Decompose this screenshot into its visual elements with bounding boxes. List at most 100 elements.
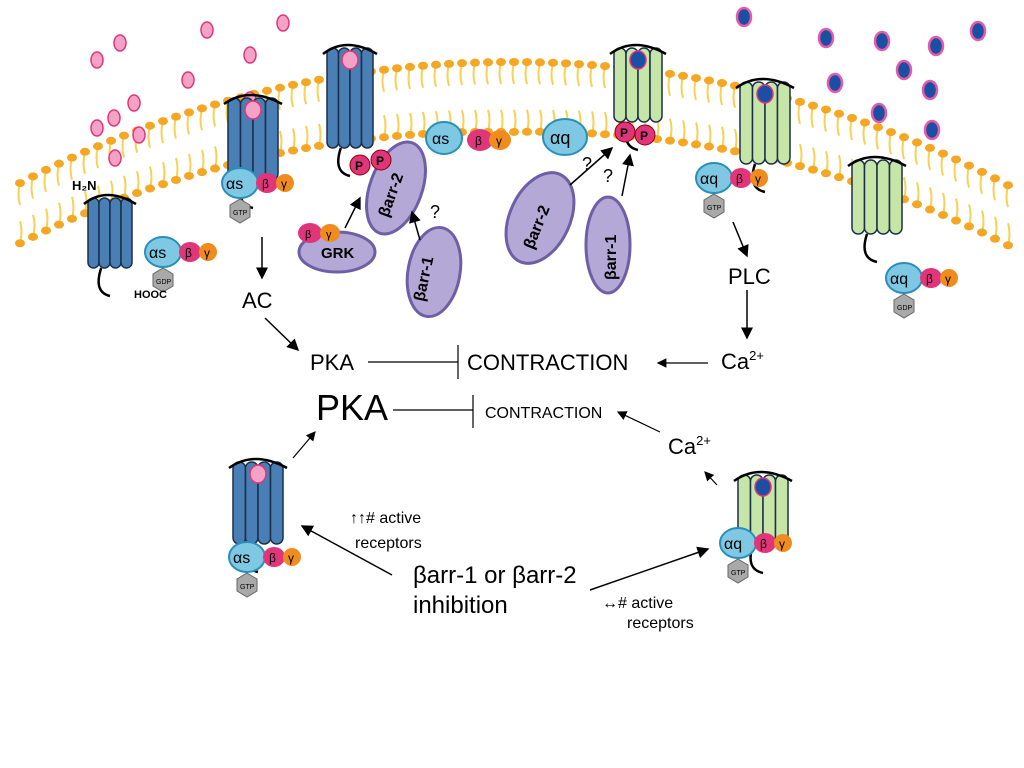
plc-label: PLC	[728, 264, 771, 289]
barr1-right: βarr-1	[584, 195, 632, 295]
lipid-head	[67, 214, 77, 223]
lipid-head	[912, 200, 922, 209]
barr2-right: βarr-2	[504, 171, 576, 265]
lipid-head	[717, 144, 727, 153]
svg-text:αs: αs	[149, 245, 166, 262]
pink-ligand	[108, 149, 122, 167]
svg-text:γ: γ	[755, 172, 761, 186]
lipid-head	[834, 109, 844, 118]
question-mark-2: ?	[582, 154, 592, 174]
lipid-head	[795, 162, 805, 171]
lipid-head	[275, 83, 285, 92]
grk-gamma-label: γ	[326, 229, 332, 241]
lipid-head	[886, 128, 896, 137]
lipid-head	[405, 130, 415, 139]
lipid-head	[106, 136, 116, 145]
c-terminus-label: HOOC	[134, 289, 167, 301]
lipid-head	[951, 216, 961, 225]
blue-ligand	[895, 59, 913, 81]
free-alpha-q: αq	[542, 118, 588, 156]
svg-text:γ: γ	[779, 537, 785, 551]
left-note-line2: receptors	[355, 535, 422, 552]
lipid-head	[704, 142, 714, 151]
free-alpha-s-label: αs	[432, 131, 449, 148]
grk-complex: GRK β γ	[297, 223, 377, 274]
lipid-head	[54, 159, 64, 168]
membrane-arrows	[256, 147, 753, 340]
center-line2: inhibition	[413, 592, 508, 619]
phospho-sites: P P P P	[349, 121, 656, 176]
lipid-head	[392, 131, 402, 140]
lipid-head	[977, 167, 987, 176]
lipid-head	[210, 100, 220, 109]
blue-ligand	[873, 30, 891, 52]
beta2-receptor-phosphorylated	[322, 43, 378, 178]
left-note-line1: ↑↑# active	[350, 510, 421, 527]
lipid-head	[15, 179, 25, 188]
lipid-head	[301, 78, 311, 87]
lipid-head	[1003, 241, 1013, 250]
alpha1-receptor-active	[735, 77, 795, 194]
lipid-head	[15, 239, 25, 248]
lipid-head	[860, 118, 870, 127]
lipid-head	[925, 143, 935, 152]
lipid-head	[808, 101, 818, 110]
ca-label-upper: Ca2+	[721, 348, 764, 374]
lipid-head	[977, 228, 987, 237]
pink-ligand	[200, 21, 214, 39]
ca-label-lower: Ca2+	[668, 433, 711, 459]
svg-text:β: β	[185, 246, 192, 260]
question-mark-3: ?	[603, 166, 613, 186]
lipid-head	[41, 226, 51, 235]
lipid-head	[184, 171, 194, 180]
lipid-head	[197, 104, 207, 113]
lipid-head	[899, 133, 909, 142]
lipid-head	[522, 58, 532, 67]
svg-text:γ: γ	[281, 177, 287, 191]
blue-ligand	[923, 119, 941, 141]
svg-text:β: β	[262, 177, 269, 191]
lipid-head	[405, 62, 415, 71]
alpha1-receptor-inactive	[847, 155, 907, 264]
lipid-head	[171, 175, 181, 184]
lipid-head	[314, 75, 324, 84]
svg-text:GDP: GDP	[897, 305, 913, 312]
lipid-head	[93, 142, 103, 151]
svg-text:GDP: GDP	[156, 279, 172, 286]
ac-label: AC	[242, 288, 273, 313]
lipid-head	[28, 232, 38, 241]
lipid-head	[808, 165, 818, 174]
free-alpha-q-label: αq	[550, 128, 570, 148]
barr2-bound-left: βarr-2	[365, 140, 427, 236]
alpha1-receptor-phosphorylated	[609, 43, 667, 152]
ligands	[90, 6, 987, 167]
lipid-head	[28, 172, 38, 181]
lipid-head	[691, 74, 701, 83]
lipid-head	[847, 114, 857, 123]
lipid-head	[691, 140, 701, 149]
svg-text:β: β	[736, 172, 743, 186]
lipid-head	[964, 222, 974, 231]
lipid-head	[509, 58, 519, 67]
contraction-label-lower: CONTRACTION	[485, 405, 602, 422]
blue-ligand	[817, 27, 835, 49]
pink-ligand	[127, 94, 141, 112]
lipid-head	[600, 62, 610, 71]
svg-text:GTP: GTP	[233, 210, 248, 217]
lipid-head	[678, 138, 688, 147]
blue-ligand	[969, 20, 987, 42]
n-terminus-label: H₂N	[72, 178, 97, 193]
pink-ligand	[243, 46, 257, 64]
lipid-head	[990, 234, 1000, 243]
lipid-head	[665, 136, 675, 145]
lipid-head	[925, 205, 935, 214]
lipid-head	[587, 129, 597, 138]
pka-label-upper: PKA	[310, 350, 354, 375]
lipid-head	[67, 153, 77, 162]
lipid-head	[457, 59, 467, 68]
svg-text:αs: αs	[226, 176, 243, 193]
free-beta-label: β	[475, 134, 482, 148]
